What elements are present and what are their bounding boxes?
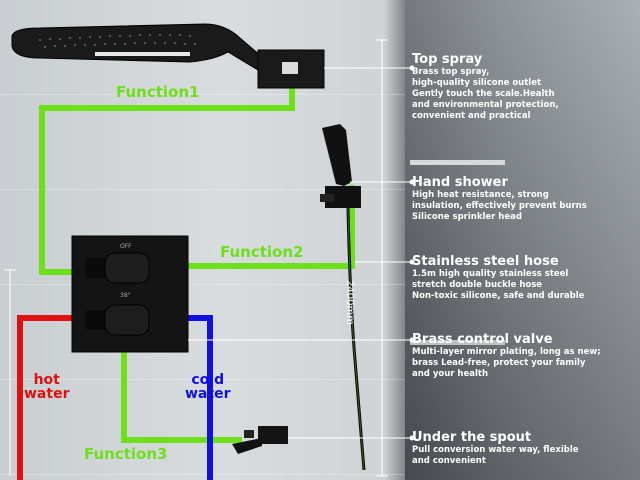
function1-label: Function1 [116,83,200,101]
dimension-lines [4,39,388,477]
valve-off-label: OFF [120,243,132,250]
feature-desc-line: and your health [412,369,488,379]
bathroom-background [405,0,640,480]
function3-pipe [121,330,242,443]
feature-desc-line: stretch double buckle hose [412,280,543,290]
feature-desc-line: Silicone sprinkler head [412,212,522,222]
feature-desc-line: Non-toxic silicone, safe and durable [412,291,585,301]
feature-title: Under the spout [412,430,532,445]
feature-title: Stainless steel hose [412,254,559,269]
cold-label-line2: water [185,386,231,402]
height-total-label: 2400mm [344,280,355,325]
feature-hand-shower: Hand shower High heat resistance, strong… [412,175,636,223]
feature-desc-line: insulation, effectively prevent burns [412,201,587,211]
function2-pipe [188,185,355,269]
shelf [410,160,505,165]
feature-desc-line: high-quality silicone outlet [412,78,542,88]
feature-hose: Stainless steel hose 1.5m high quality s… [412,254,636,302]
feature-desc-line: Brass top spray, [412,67,490,77]
feature-spout: Under the spout Pull conversion water wa… [412,430,636,467]
feature-desc-line: and convenient [412,456,486,466]
feature-desc-line: Gently touch the scale.Health [412,89,555,99]
cold-label-line1: cold [191,372,225,388]
function3-label: Function3 [84,445,168,463]
hot-water-pipe [17,315,84,480]
feature-desc-line: convenient and practical [412,111,531,121]
valve-temp-label: 38° [120,292,131,299]
function-pipes [39,88,355,443]
feature-desc-line: brass Lead-free, protect your family [412,358,586,368]
under-spout [232,426,288,454]
feature-desc-line: High heat resistance, strong [412,190,549,200]
feature-title: Hand shower [412,175,508,190]
wall-tiles [0,0,405,480]
brass-control-valve [71,235,189,353]
shelf [410,340,505,345]
feature-desc-line: and environmental protection, [412,100,559,110]
top-spray-head [11,23,325,89]
function2-label: Function2 [220,243,304,261]
feature-top-spray: Top spray Brass top spray, high-quality … [412,52,636,122]
function1-pipe [39,88,295,275]
feature-desc-line: Multi-layer mirror plating, long as new; [412,347,601,357]
hand-shower [320,124,361,208]
feature-desc-line: Pull conversion water way, flexible [412,445,579,455]
callouts [188,65,415,441]
feature-title: Brass control valve [412,332,553,347]
feature-valve: Brass control valve Multi-layer mirror p… [412,332,636,380]
cold-water-label: cold water [185,373,230,401]
stainless-steel-hose [346,207,366,471]
feature-desc-line: 1.5m high quality stainless steel [412,269,569,279]
hot-water-label: hot water [24,373,69,401]
hot-label-line2: water [24,386,70,402]
background-overlay [405,0,640,480]
hot-label-line1: hot [33,372,60,388]
feature-title: Top spray [412,52,483,67]
